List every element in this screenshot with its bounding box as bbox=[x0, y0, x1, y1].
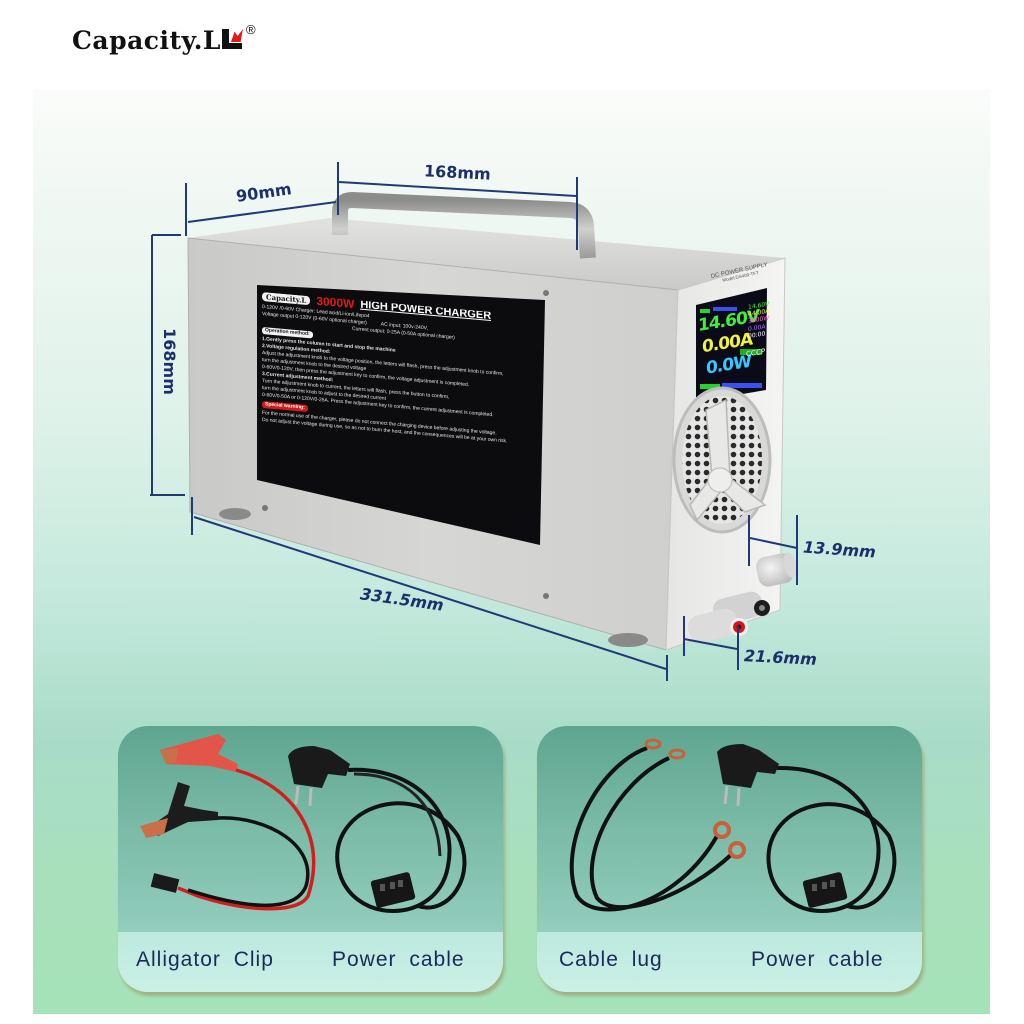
display-power: 0.0W bbox=[706, 351, 751, 379]
power-plug-icon bbox=[717, 744, 779, 807]
accessories-illustration bbox=[140, 734, 467, 913]
cable-lug-icon bbox=[569, 738, 746, 912]
alligator-clip-black-icon bbox=[140, 782, 218, 838]
dimension-terminal-label: 21.6mm bbox=[743, 646, 818, 669]
adjustment-knob bbox=[756, 552, 797, 587]
alligator-clip-red-icon bbox=[160, 734, 238, 772]
registered-mark: ® bbox=[245, 22, 256, 37]
display-timer: 00:00 bbox=[748, 330, 766, 341]
label-power-rating: 3000W bbox=[316, 293, 355, 312]
spec-label-text: Capacity.L 3000W HIGH POWER CHARGER 0-12… bbox=[262, 292, 538, 536]
brand-logo: Capacity.L ® bbox=[72, 18, 256, 58]
caption-power-cable: Power cable bbox=[332, 948, 465, 971]
accessory-caption: Alligator Clip Power cable bbox=[118, 932, 503, 992]
accessory-caption: Cable lug Power cable bbox=[537, 932, 922, 992]
brand-name: Capacity.L bbox=[72, 26, 221, 55]
display-mode-cc: CC bbox=[746, 348, 756, 359]
spec-label-panel bbox=[257, 285, 545, 545]
accessory-kit-alligator: Alligator Clip Power cable bbox=[118, 726, 503, 992]
caption-cable-lug: Cable lug bbox=[559, 948, 663, 971]
cooling-fan-grille bbox=[672, 386, 772, 534]
iec-connector-icon bbox=[370, 872, 416, 908]
caption-power-cable: Power cable bbox=[751, 948, 884, 971]
caption-alligator-clip: Alligator Clip bbox=[136, 948, 274, 971]
dimension-lines bbox=[150, 162, 798, 681]
connector-plug-icon bbox=[150, 873, 180, 893]
accessories-illustration bbox=[569, 738, 897, 913]
brand-flame-icon bbox=[221, 29, 244, 51]
tft-display bbox=[696, 288, 767, 402]
dimension-height-label: 168mm bbox=[159, 328, 179, 395]
accessory-kit-cable-lug: Cable lug Power cable bbox=[537, 726, 922, 992]
power-charger-device bbox=[150, 162, 798, 681]
device-top-surface bbox=[188, 218, 785, 290]
display-readouts: 14.60V 0.00A 0.0W 14.60V 44.00A 3000W 0.… bbox=[698, 297, 769, 386]
dimension-handle-width-label: 168mm bbox=[423, 161, 492, 184]
iec-connector-icon bbox=[802, 872, 848, 908]
output-terminal-positive bbox=[687, 608, 748, 643]
display-mode-cp: CP bbox=[756, 347, 766, 357]
carry-handle bbox=[332, 192, 596, 259]
power-plug-icon bbox=[288, 746, 350, 807]
